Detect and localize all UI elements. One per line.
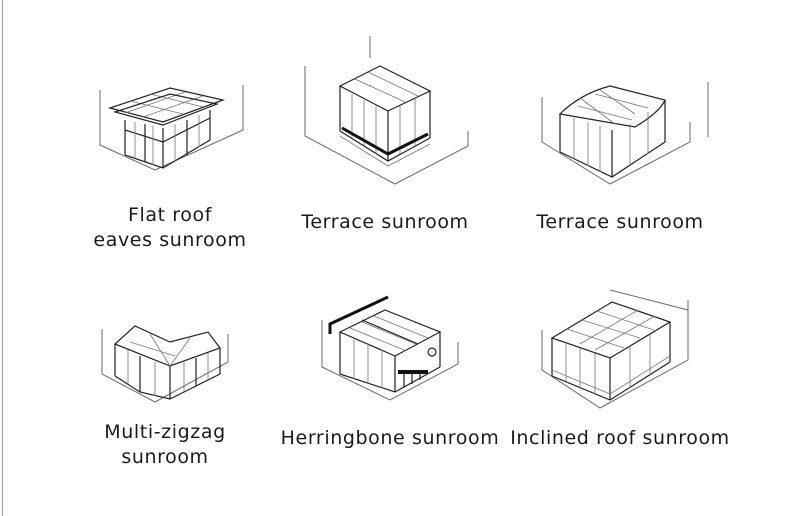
sunroom-card-herringbone: Herringbone sunroom xyxy=(281,292,499,449)
caption-terrace: Terrace sunroom xyxy=(265,210,505,235)
sunroom-card-terrace-curved: Terrace sunroom xyxy=(536,72,710,233)
caption-flat-roof-eaves: Flat roof eaves sunroom xyxy=(67,203,273,253)
left-edge-line xyxy=(2,0,3,516)
caption-line: Inclined roof sunroom xyxy=(510,427,730,449)
inclined-roof-sunroom-icon xyxy=(541,289,689,409)
flat-roof-eaves-sunroom-icon xyxy=(99,85,244,171)
caption-herringbone: Herringbone sunroom xyxy=(260,426,520,451)
terrace-sunroom-icon xyxy=(304,36,469,185)
caption-line: Herringbone sunroom xyxy=(280,427,500,449)
sunroom-card-terrace: Terrace sunroom xyxy=(300,36,470,233)
sunroom-card-flat-roof-eaves: Flat roof eaves sunroom xyxy=(93,70,246,251)
terrace-sunroom-curved-icon xyxy=(541,82,709,185)
caption-terrace-2: Terrace sunroom xyxy=(500,210,740,235)
caption-line: Multi-zigzag xyxy=(104,421,226,443)
sunroom-card-inclined-roof: Inclined roof sunroom xyxy=(510,289,729,449)
caption-line: Terrace sunroom xyxy=(536,211,704,233)
multi-zigzag-sunroom-icon xyxy=(101,325,229,403)
sunroom-card-multi-zigzag: Multi-zigzag sunroom xyxy=(100,314,230,468)
herringbone-sunroom-icon xyxy=(321,295,459,401)
caption-line: Flat roof xyxy=(127,204,213,226)
caption-line: sunroom xyxy=(121,446,209,468)
caption-inclined-roof: Inclined roof sunroom xyxy=(500,426,740,451)
caption-multi-zigzag: Multi-zigzag sunroom xyxy=(65,420,265,470)
caption-line: eaves sunroom xyxy=(93,229,247,251)
caption-line: Terrace sunroom xyxy=(301,211,469,233)
